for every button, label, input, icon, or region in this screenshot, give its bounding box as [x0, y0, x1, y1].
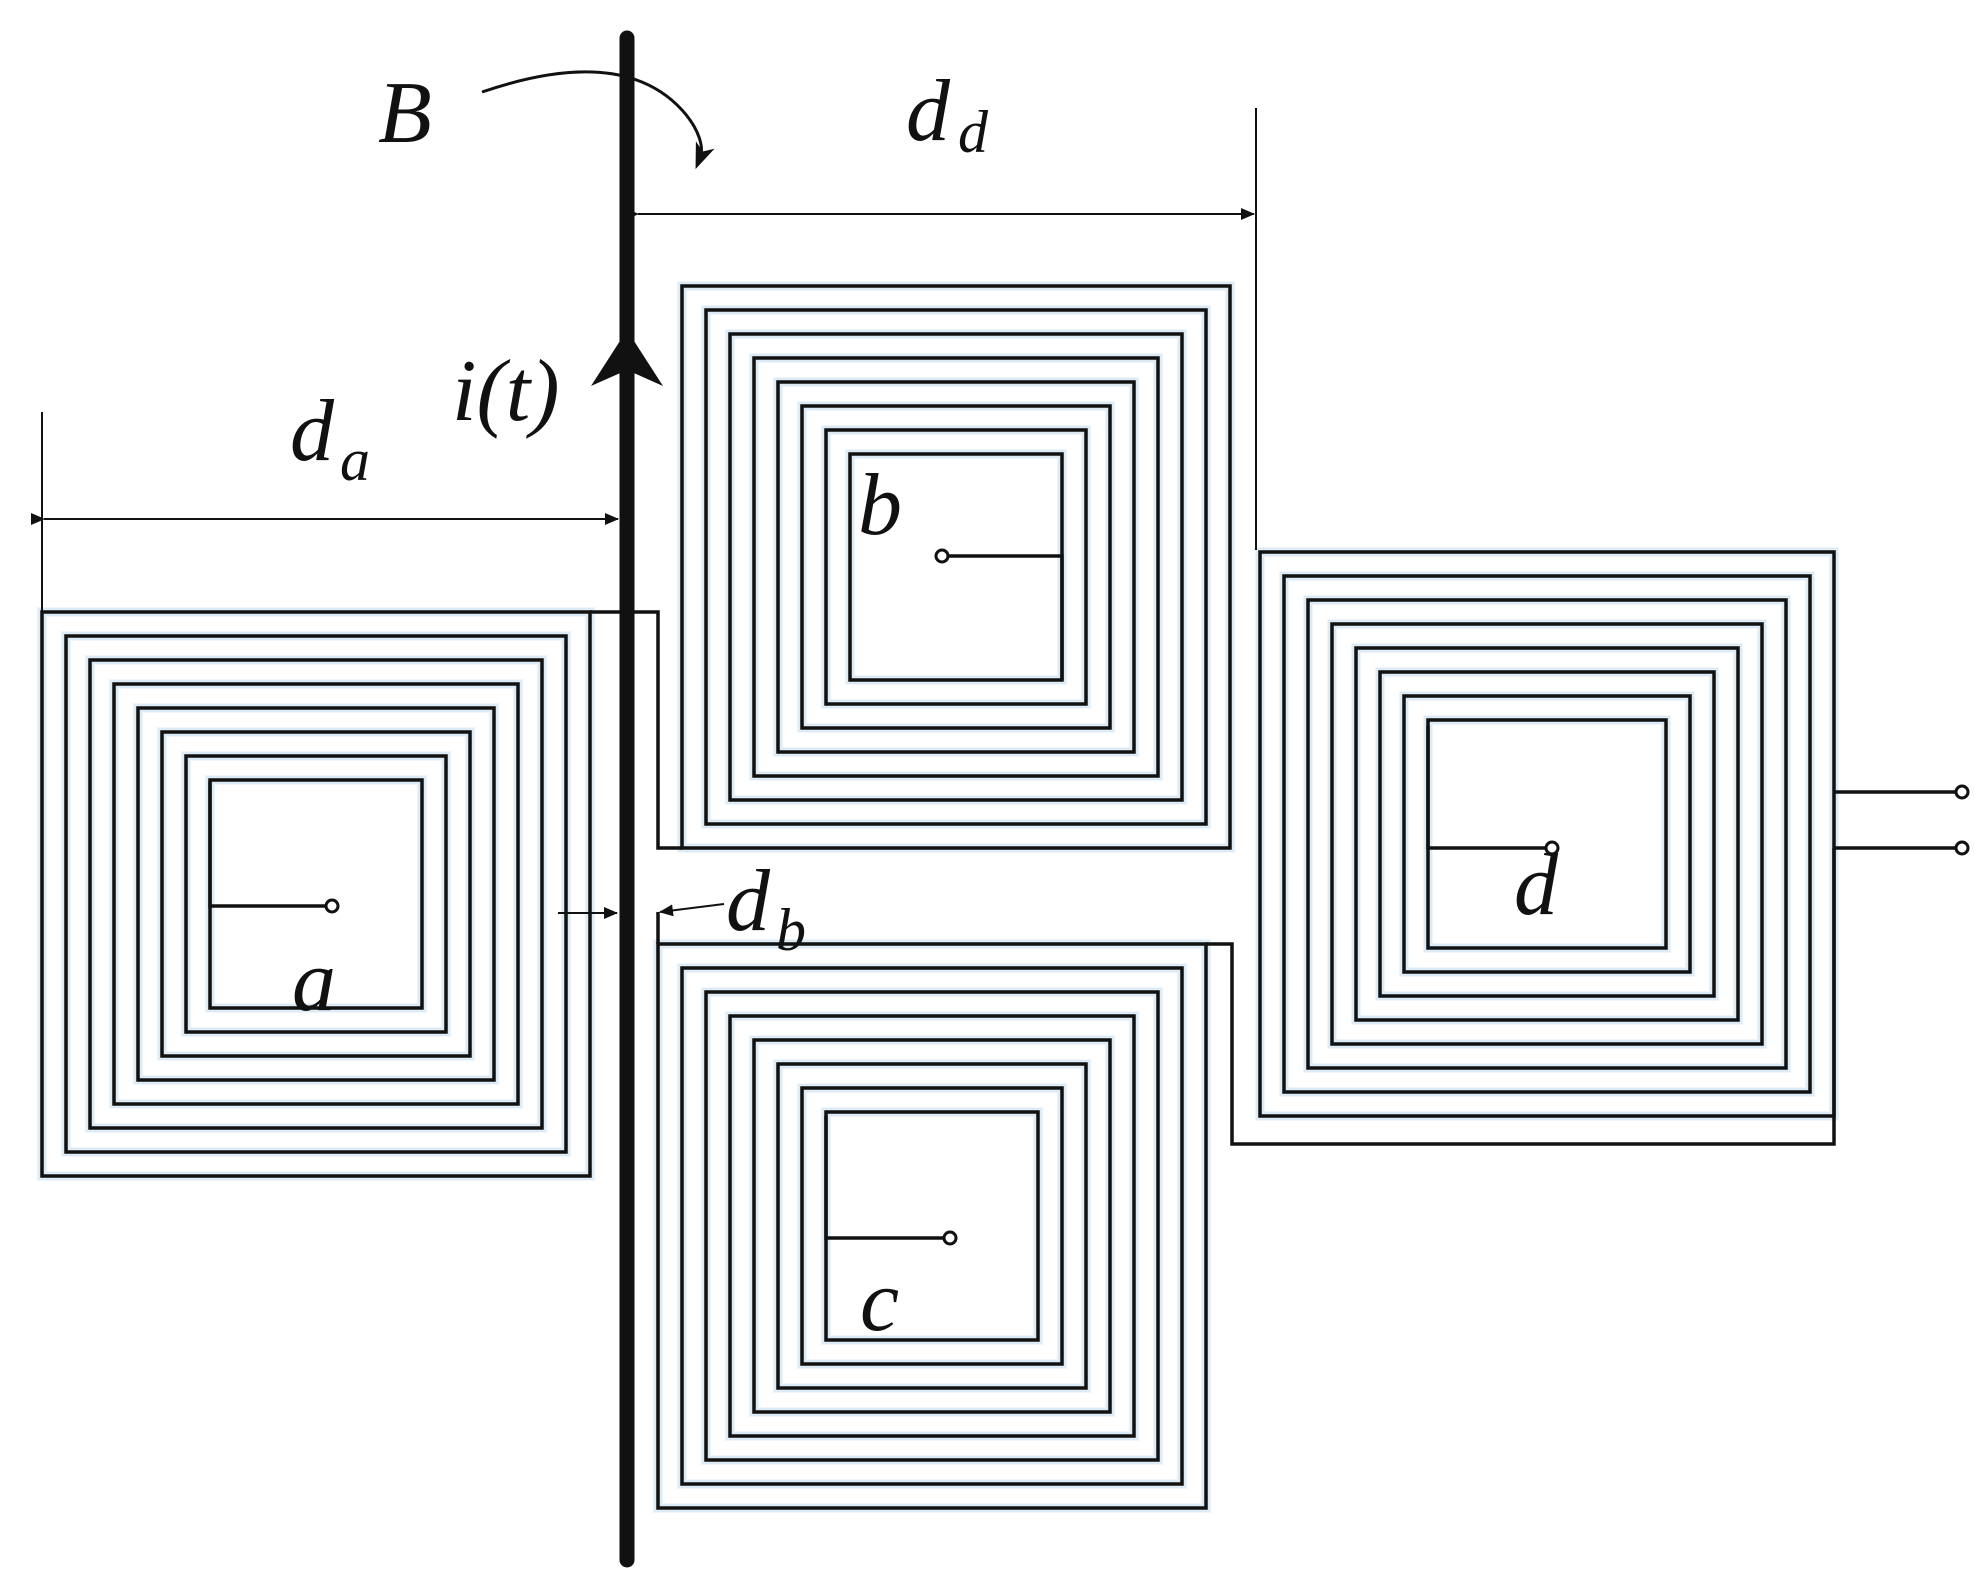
coil-c-turn — [656, 942, 1208, 1510]
coil-a-turn — [184, 754, 448, 1034]
coil-b-turn — [704, 308, 1208, 826]
dim-a-label-sub: a — [340, 427, 370, 493]
coil-c-turn — [704, 990, 1160, 1462]
coil-b-turn — [680, 284, 1232, 850]
coil-c-inner-lead — [824, 1116, 950, 1240]
coil-d-turn-halo — [1279, 571, 1815, 1097]
coil-c-turn-halo — [653, 939, 1211, 1513]
coil-b-turn-halo — [749, 353, 1163, 781]
coil-d-turn — [1402, 694, 1692, 974]
coil-c-turn — [728, 1014, 1136, 1438]
coil-b-turn — [752, 356, 1160, 778]
coil-a-turn — [112, 682, 520, 1106]
output-terminal-dot — [1954, 840, 1970, 856]
coil-a-turn — [136, 706, 496, 1082]
coil-c-turn — [752, 1038, 1112, 1414]
coil-c-turn-halo — [797, 1083, 1067, 1369]
field-label: B — [378, 65, 432, 162]
coil-c-turn-halo — [821, 1107, 1043, 1345]
coil-d-turn — [1354, 646, 1740, 1022]
coil-d-inner-lead — [1426, 726, 1552, 850]
coil-c-spiral — [653, 939, 1211, 1513]
coil-c-terminal-dot — [942, 1230, 958, 1246]
coil-c-turn — [800, 1086, 1064, 1366]
coil-c-turn-halo — [749, 1035, 1115, 1417]
coil-a-turn — [88, 658, 544, 1130]
coil-a-label: a — [292, 933, 336, 1030]
dim-b-arrow-right — [659, 903, 725, 917]
coil-c-turn-halo — [725, 1011, 1139, 1441]
coil-c-turn — [680, 966, 1184, 1486]
coil-d-label: d — [1514, 837, 1559, 934]
dim-b-label-sub: b — [776, 897, 806, 963]
lead-c-to-d — [1206, 848, 1836, 1146]
dim-a-label-main: d — [290, 383, 335, 480]
coil-c-turn — [824, 1110, 1040, 1342]
current-direction-arrow-icon — [591, 330, 663, 386]
dim-b-label-main: d — [726, 853, 771, 950]
dim-d-label-main: d — [906, 63, 951, 160]
coil-d-spiral — [1255, 547, 1839, 1121]
current-label: i(t) — [452, 343, 560, 440]
coil-a-inner-lead — [208, 782, 332, 908]
coil-d-turn-halo — [1327, 619, 1767, 1049]
output-terminal-dot — [1954, 784, 1970, 800]
coil-a-spiral — [37, 607, 595, 1181]
coil-b-terminal-dot — [934, 548, 950, 564]
coil-a-turn — [64, 634, 568, 1154]
coil-d-terminal-dot — [1544, 840, 1560, 856]
coil-d-turn-halo — [1255, 547, 1839, 1121]
coil-d-turn — [1258, 550, 1836, 1118]
coil-b-turn — [824, 428, 1088, 706]
coil-d-turn-halo — [1351, 643, 1743, 1025]
coil-b-turn-halo — [773, 377, 1139, 757]
coil-a-terminal-dot — [324, 898, 340, 914]
field-arrow — [481, 70, 715, 170]
coil-b-label: b — [858, 457, 902, 554]
coil-b-inner-lead — [942, 554, 1064, 680]
lead-a-to-b — [590, 610, 682, 850]
coil-c-turn — [776, 1062, 1088, 1390]
coil-c-label: c — [860, 1253, 899, 1350]
coil-a-turn-halo — [109, 679, 523, 1109]
coil-b-turn-halo — [677, 281, 1235, 853]
coil-a-turn-halo — [37, 607, 595, 1181]
coil-d-turn — [1378, 670, 1716, 998]
coil-b-turn — [776, 380, 1136, 754]
coil-a-turn — [40, 610, 592, 1178]
coil-d-turn — [1330, 622, 1764, 1046]
coil-b-turn — [800, 404, 1112, 730]
dim-d-label-sub: d — [958, 99, 989, 165]
coil-a-turn — [160, 730, 472, 1058]
coil-b-spiral — [677, 281, 1235, 853]
coil-d-turn — [1306, 598, 1788, 1070]
coil-b-turn — [728, 332, 1184, 802]
coil-d-turn — [1282, 574, 1812, 1094]
